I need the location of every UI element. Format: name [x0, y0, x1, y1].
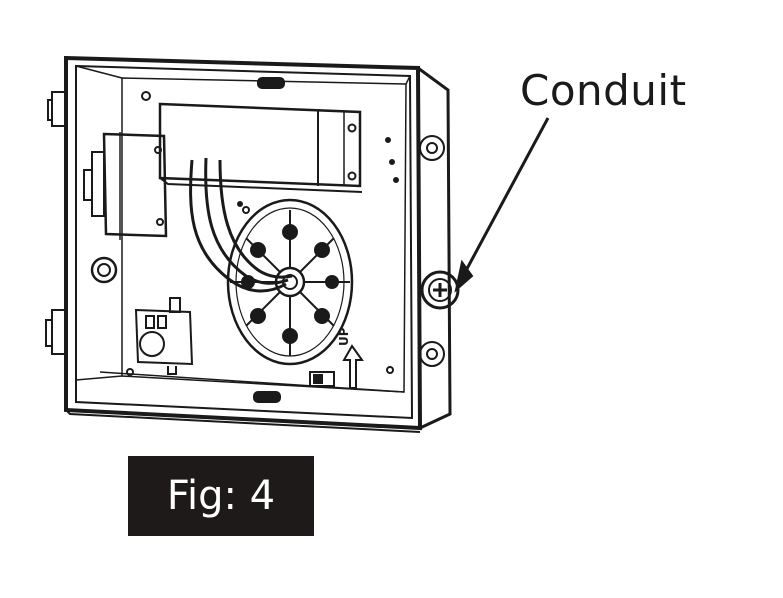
figure-caption: Fig: 4 — [128, 456, 314, 536]
surge-bracket — [83, 132, 168, 240]
selector-switch — [309, 371, 335, 387]
enclosure-housing — [64, 55, 452, 433]
up-arrow-icon — [342, 344, 364, 389]
mounting-ear-top — [419, 135, 445, 161]
cable-gland — [226, 198, 354, 366]
photocell-receptacle — [134, 297, 194, 375]
mounting-ear-bottom — [419, 341, 445, 367]
hinge-tab-top — [47, 91, 67, 127]
callout-label: Conduit — [520, 66, 687, 115]
conduit-plug — [420, 270, 460, 310]
callout-arrow — [454, 117, 550, 293]
wire-harness — [189, 157, 293, 293]
knockout-hole — [90, 256, 118, 284]
hinge-tab-bottom — [45, 309, 67, 355]
panel-screws — [126, 91, 399, 376]
direction-label: UP — [337, 327, 351, 346]
figure-caption-text: Fig: 4 — [166, 473, 276, 519]
